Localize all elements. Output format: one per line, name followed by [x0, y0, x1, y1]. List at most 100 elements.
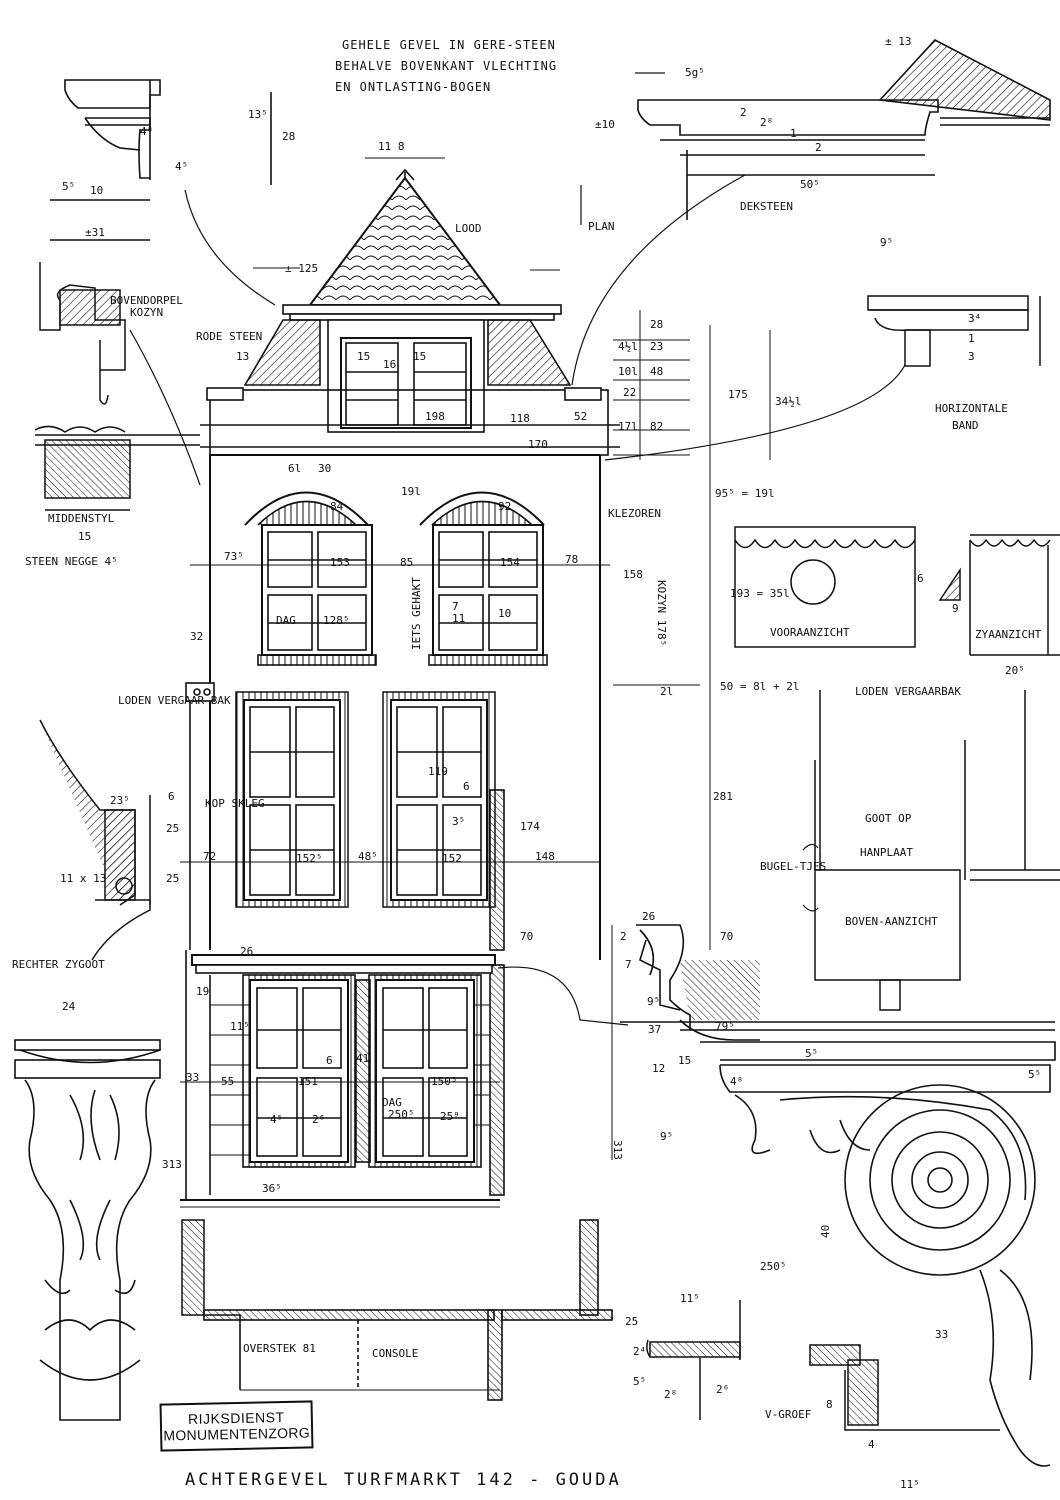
dim-d59: 5g⁵	[685, 66, 705, 79]
drawing-title: ACHTERGEVEL TURFMARKT 142 - GOUDA	[185, 1470, 622, 1490]
label-kozyn-dim: KOZYN 178⁵	[655, 580, 668, 646]
dim-d37: 37	[648, 1023, 661, 1036]
dim-d125: ± 125	[285, 262, 318, 275]
dim-15c: 15	[78, 530, 91, 543]
dim-d23b: 23⁵	[110, 794, 130, 807]
label-boven-aanzicht: BOVEN-AANZICHT	[845, 915, 938, 928]
dim-d152b: 152	[442, 852, 462, 865]
dim-d12: 12	[652, 1062, 665, 1075]
cornice-detail-top-left	[50, 79, 272, 241]
dim-d250c: 250⁵	[760, 1260, 787, 1273]
dim-d10: 10	[90, 184, 103, 197]
label-rode-steen: RODE STEEN	[196, 330, 262, 343]
dim-d92: 92	[498, 500, 511, 513]
label-oversteek: OVERSTEK 81	[243, 1342, 316, 1355]
dim-d36: 36⁵	[262, 1182, 282, 1195]
horizontale-band-detail	[867, 295, 1041, 367]
dim-d20: 20⁵	[1005, 664, 1025, 677]
rijksdienst-stamp: RIJKSDIENST MONUMENTENZORG	[159, 1400, 314, 1452]
dim-d5: 5⁵	[62, 180, 75, 193]
dim-d15b2: 15	[678, 1054, 691, 1067]
dim-d2c: 2⁶	[312, 1113, 325, 1126]
dim-d150: 150⁵	[431, 1075, 458, 1088]
dim-d84: 84	[330, 500, 344, 513]
dim-d170: 170	[528, 438, 548, 451]
dim-d28: 28	[282, 130, 295, 143]
label-band: BAND	[952, 419, 979, 432]
header-note-line2: BEHALVE BOVENKANT VLECHTING	[335, 59, 557, 73]
dim-d7: 7	[452, 600, 459, 613]
dim-d11: 11	[452, 612, 465, 625]
dim-d32: 32	[190, 630, 203, 643]
dim-d19: 19	[196, 985, 209, 998]
loden-vergaarbak-detail	[814, 690, 1060, 1011]
dim-d6b: 6	[463, 780, 470, 793]
dim-d10b: ±10	[595, 118, 615, 131]
dim-d26: 26	[240, 945, 253, 958]
cornice-section-middle-right	[636, 924, 760, 1041]
dim-d9: 9	[952, 602, 959, 615]
dim-d5d: 5⁵	[633, 1375, 646, 1388]
dim-d26c: 2⁶	[716, 1383, 729, 1396]
dim-d41b: 41	[356, 1052, 369, 1065]
dim-d17l: 17l	[618, 420, 638, 433]
dim-d34l: 34½l	[775, 395, 802, 408]
dim-d15b: 15	[413, 350, 426, 363]
dim-d95c: 9⁵	[660, 1130, 673, 1143]
bovendorpel-detail	[39, 262, 126, 405]
text-labels: DEKSTEEN PLAN BOVENDORPEL KOZYN RODE STE…	[12, 200, 1042, 1421]
label-rechter-goot: RECHTER ZYGOOT	[12, 958, 105, 971]
label-goot-op: GOOT OP	[865, 812, 912, 825]
dim-d24b: 2⁴	[633, 1345, 646, 1358]
label-horizontale: HORIZONTALE	[935, 402, 1008, 415]
window-second-right	[382, 691, 496, 908]
left-wing-hatched	[243, 319, 321, 386]
dim-d2d: 2	[620, 930, 627, 943]
dim-d5c: 5⁵	[1028, 1068, 1041, 1081]
dim-d34: 3⁴	[968, 312, 981, 325]
label-kopskleg: KOP SKLEG	[205, 797, 265, 810]
label-steen-negge: STEEN NEGGE 4⁵	[25, 555, 118, 568]
dim-d10l: 10l	[618, 365, 638, 378]
dim-d5b: 5⁵	[805, 1047, 818, 1060]
header-note-line3: EN ONTLASTING-BOGEN	[335, 80, 491, 94]
dim-d78: 78	[565, 553, 578, 566]
zyaanzicht-detail	[938, 534, 1060, 656]
dim-d95l: 95⁵ = 19l	[715, 487, 775, 500]
dim-d8: 8	[826, 1398, 833, 1411]
dim-d153: 153	[330, 556, 350, 569]
dim-d13c: 13	[236, 350, 249, 363]
header-note: GEHELE GEVEL IN GERE-STEEN BEHALVE BOVEN…	[335, 38, 557, 94]
dim-d26b: 26	[642, 910, 655, 923]
dim-d79: 79⁵	[715, 1020, 735, 1033]
dim-d154: 154	[500, 556, 520, 569]
header-note-line1: GEHELE GEVEL IN GERE-STEEN	[342, 38, 556, 52]
dim-d50b: 50 = 8l + 2l	[720, 680, 799, 693]
dim-d23: 23	[650, 340, 663, 353]
dim-d174: 174	[520, 820, 540, 833]
cornice-detail-top-right	[637, 39, 1051, 220]
top-gable	[308, 176, 502, 306]
label-loden-vergaarbak: LODEN VERGAARBAK	[855, 685, 961, 698]
dim-d41: 4½l	[618, 340, 638, 353]
dim-d28c: 28	[650, 318, 663, 331]
dim-d3b: 3⁵	[452, 815, 465, 828]
dim-d313b: 313	[611, 1140, 624, 1160]
dim-d24: 24	[62, 1000, 76, 1013]
dimension-texts: 11 8 ± 125 28 13⁵ 4⁸ 4⁵ 10 5⁵ ±31 ± 13 5…	[60, 35, 1041, 1491]
arched-window-left	[244, 491, 377, 666]
dim-d22: 22	[623, 386, 636, 399]
dim-d16: 16	[383, 358, 396, 371]
dim-d19l: 19l	[401, 485, 421, 498]
dim-d118b: 118	[510, 412, 530, 425]
sill-section-bottom	[646, 1300, 1000, 1431]
label-dag-1: DAG	[276, 614, 296, 627]
dim-d6: 6	[917, 572, 924, 585]
label-v-groef: V-GROEF	[765, 1408, 811, 1421]
dim-d70: 70	[520, 930, 533, 943]
arched-window-right	[419, 491, 548, 666]
ground-floor-window-left	[242, 974, 356, 1168]
dim-d250b: 25⁹	[440, 1110, 460, 1123]
dim-d115: 11⁵	[680, 1292, 700, 1305]
dim-d28d: 2⁸	[664, 1388, 677, 1401]
